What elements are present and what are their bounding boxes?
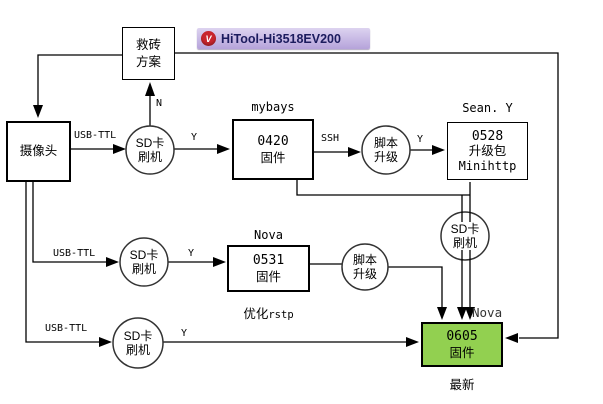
arrow-into-0605-right <box>505 333 518 343</box>
camera-label: 摄像头 <box>19 144 58 158</box>
edge-script2-0605 <box>388 266 443 308</box>
sd-flash-right-line1: SD卡 <box>449 222 481 236</box>
sd-flash-3-line1: SD卡 <box>123 329 153 343</box>
script-upgrade-1-line2: 升级 <box>373 150 398 164</box>
arrow-into-0420 <box>217 144 230 154</box>
fw-0531-owner: Nova <box>254 228 283 242</box>
arrow-into-sdflash2 <box>106 257 119 267</box>
node-fw-0420: 0420 固件 <box>232 119 314 180</box>
node-fw-0605-latest: 0605 固件 <box>421 322 503 367</box>
edge-label-ssh: SSH <box>321 133 340 144</box>
edge-camera-row2 <box>32 182 106 263</box>
fw-0420-owner: mybays <box>251 100 295 114</box>
fw-0528-extra: Minihttp <box>458 158 517 173</box>
sd-flash-2-label: SD卡 刷机 <box>121 248 167 276</box>
script-upgrade-circle-2 <box>341 243 389 291</box>
arrow-into-0605-left <box>406 337 419 347</box>
sd-flash-circle-3 <box>112 317 164 369</box>
fw-0531-kind: 固件 <box>255 269 281 284</box>
arrow-into-camera <box>33 105 43 118</box>
fw-0605-kind: 固件 <box>449 345 475 360</box>
sd-flash-3-label: SD卡 刷机 <box>115 329 161 357</box>
fw-0528-owner: Sean. Y <box>462 101 513 115</box>
fw-0531-note-en: rstp <box>268 309 294 321</box>
arrow-into-0605-top1 <box>437 307 447 320</box>
arrow-into-0605-top2 <box>457 307 467 320</box>
arrow-into-0605-top3 <box>465 307 475 320</box>
hitool-title-bar: V HiTool-Hi3518EV200 <box>197 28 370 49</box>
edge-label-yes-1: Y <box>191 132 198 143</box>
sd-flash-2-line1: SD卡 <box>129 248 159 262</box>
node-fw-0531: 0531 固件 <box>227 245 310 292</box>
edge-label-usbttl-3: USB-TTL <box>45 323 88 334</box>
script-upgrade-circle-1 <box>361 125 411 175</box>
fw-0531-note-cn: 优化 <box>243 307 269 321</box>
fw-0528-kind: 升级包 <box>468 143 507 158</box>
arrow-into-0528 <box>432 145 445 155</box>
edge-label-yes-3: Y <box>188 248 195 259</box>
sd-flash-3-line2: 刷机 <box>125 343 150 357</box>
script-upgrade-1-label: 脚本 升级 <box>363 136 409 164</box>
script-upgrade-2-line1: 脚本 <box>352 253 377 267</box>
arrow-into-0531 <box>213 257 226 267</box>
fw-0531-version: 0531 <box>252 252 285 268</box>
sd-flash-right-label: SD卡 刷机 <box>442 222 488 250</box>
fw-0605-caption: 最新 <box>449 378 475 392</box>
edge-label-yes-2: Y <box>417 134 424 145</box>
arrow-into-sdflash1 <box>113 144 126 154</box>
sd-flash-circle-1 <box>125 125 175 175</box>
arrow-into-rescue <box>145 82 155 96</box>
edge-camera-row3 <box>25 182 99 343</box>
fw-0605-tag: Nova <box>472 305 503 320</box>
edge-rescue-to-0605 <box>175 52 559 339</box>
sd-flash-right-line2: 刷机 <box>451 236 478 250</box>
sd-flash-1-line2: 刷机 <box>137 150 162 164</box>
fw-0531-note: 优化rstp <box>227 303 310 323</box>
node-camera: 摄像头 <box>6 121 71 182</box>
fw-0605-version: 0605 <box>446 328 478 344</box>
sd-flash-1-line1: SD卡 <box>135 136 165 150</box>
edge-0420-bottom <box>296 180 470 196</box>
fw-0420-kind: 固件 <box>260 150 286 165</box>
node-fw-0528: 0528 升级包 Minihttp <box>447 122 528 180</box>
arrow-into-script1 <box>348 147 361 157</box>
sd-flash-2-line2: 刷机 <box>131 262 156 276</box>
fw-0528-version: 0528 <box>471 128 504 144</box>
edge-label-usbttl-1: USB-TTL <box>74 130 117 141</box>
arrow-into-sdflash3 <box>99 337 112 347</box>
edge-label-no: N <box>156 98 163 109</box>
edge-rescue-to-camera <box>37 54 122 105</box>
script-upgrade-1-line1: 脚本 <box>373 136 398 150</box>
fw-0420-version: 0420 <box>257 133 289 149</box>
edge-label-usbttl-2: USB-TTL <box>53 248 96 259</box>
hitool-title-text: HiTool-Hi3518EV200 <box>221 31 341 46</box>
script-upgrade-2-line2: 升级 <box>352 267 377 281</box>
rescue-plan-line2: 方案 <box>135 54 161 69</box>
script-upgrade-2-label: 脚本 升级 <box>342 253 388 281</box>
sd-flash-1-label: SD卡 刷机 <box>127 136 173 164</box>
rescue-plan-line1: 救砖 <box>135 37 161 52</box>
edge-label-yes-4: Y <box>181 328 188 339</box>
hitool-logo-icon: V <box>201 31 216 46</box>
node-rescue-plan: 救砖 方案 <box>122 27 175 80</box>
sd-flash-circle-2 <box>119 237 169 287</box>
